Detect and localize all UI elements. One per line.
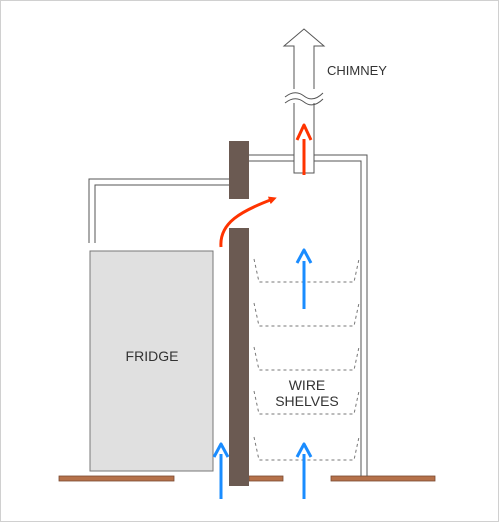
wall-lower bbox=[229, 228, 249, 486]
wire-shelves-label-line1: WIRE bbox=[289, 377, 326, 393]
cool-air-arrow-shelves-bottom bbox=[295, 442, 313, 499]
floor-board-right bbox=[330, 475, 436, 482]
wire-shelf-1 bbox=[253, 258, 360, 283]
fridge bbox=[89, 250, 214, 472]
chimney-break-mark bbox=[284, 89, 324, 106]
cool-air-arrow-fridge bbox=[212, 442, 230, 499]
wire-shelf-2 bbox=[253, 302, 360, 327]
chimney-label: CHIMNEY bbox=[327, 63, 387, 78]
floor-board-middle bbox=[248, 475, 284, 482]
floor-board-left bbox=[58, 475, 175, 482]
wire-shelves-label-line2: SHELVES bbox=[275, 393, 339, 409]
wire-shelf-3 bbox=[253, 346, 360, 371]
left-duct bbox=[88, 178, 229, 243]
wire-shelves bbox=[253, 258, 360, 461]
cabinet-enclosure bbox=[249, 154, 368, 476]
warm-air-curved-arrow bbox=[219, 196, 277, 248]
cool-air-arrow-shelves-upper bbox=[295, 248, 313, 309]
fridge-label: FRIDGE bbox=[126, 348, 179, 364]
wall-upper bbox=[229, 141, 249, 199]
warm-air-chimney-arrow bbox=[295, 123, 313, 175]
